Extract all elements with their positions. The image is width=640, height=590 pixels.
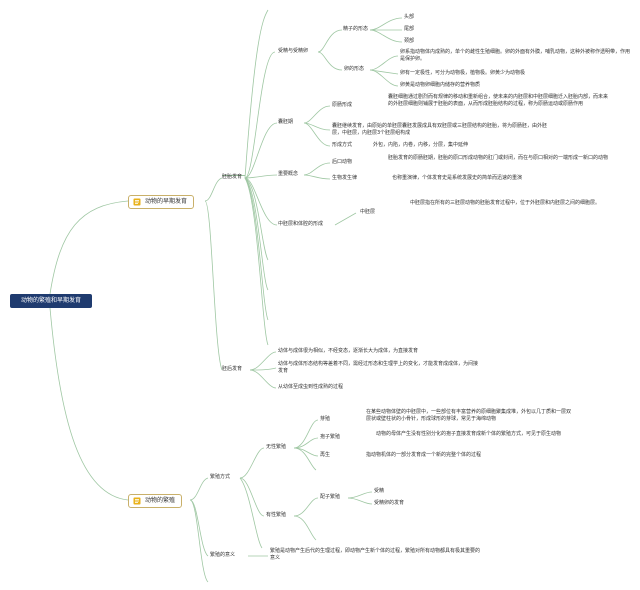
leaf-postembryo-1: 幼体与成体形态结构等差着不同，需经过形态和生理学上的变化，才能发育成成体，为间接… (278, 361, 479, 374)
node-reproduction-methods[interactable]: 繁殖方式 (210, 474, 231, 480)
note-icon (133, 497, 141, 505)
leaf-sperm-2: 颈部 (404, 38, 415, 44)
node-postembryo[interactable]: 胚后发育 (222, 366, 243, 372)
leaf-sperm-1: 尾部 (404, 26, 415, 32)
node-formation-method[interactable]: 形成方式 (332, 142, 353, 148)
leaf-mesoderm: 中胚层指在所有的三胚层动物的胚胎发育过程中，位于外胚层和内胚层之间的细胞层。 (410, 200, 601, 206)
leaf-egg-1: 卵有一定极性，可分为动物极，植物极。卵黄少为动物极 (400, 70, 526, 76)
leaf-formation-method: 外包，内陷，内卷，内移，分层，集中延伸 (373, 142, 469, 148)
leaf-regeneration: 指动物机体的一部分发育成一个新的完整个体的过程 (366, 452, 482, 458)
main-topic-label: 动物的繁殖 (145, 497, 176, 504)
node-mesoderm-coelom[interactable]: 中胚层和体腔的形成 (278, 221, 324, 227)
root-topic[interactable]: 动物的繁殖和早期发育 (10, 294, 92, 308)
node-budding[interactable]: 芽殖 (320, 416, 331, 422)
leaf-blastula-continue: 囊胚继续发育，由原始的单胚层囊胚发展成具有双胚层或三胚层结构的胚胎，将为原肠胚，… (332, 123, 548, 136)
node-spore[interactable]: 孢子繁殖 (320, 434, 341, 440)
leaf-budding: 在某些动物体壁的中胚层中，一些部位有丰富营养的原细胞聚集成堆，外包以几丁质和一层… (366, 409, 572, 422)
node-sexual[interactable]: 有性繁殖 (266, 512, 287, 518)
node-embryo[interactable]: 胚胎发育 (222, 174, 243, 180)
leaf-sperm-0: 头部 (404, 14, 415, 20)
main-topic-label: 动物的早期发育 (145, 198, 188, 205)
leaf-biogenetic-law: 也称重演律，个体发育史是系统发展史的简单而迅速的重演 (392, 175, 523, 181)
node-protostome[interactable]: 后口动物 (332, 159, 353, 165)
leaf-spore: 动物的母体产生没有性别分化的孢子直接发育成新个体的繁殖方式，可见于原生动物 (376, 431, 562, 437)
node-sperm-shape[interactable]: 精子的形态 (343, 26, 369, 32)
node-mesoderm[interactable]: 中胚层 (360, 209, 376, 215)
leaf-egg-0: 卵系指动物体内成熟的，单个的雌性生殖细胞。卵的外面有外膜，哺乳动物，这种外被称作… (400, 49, 631, 62)
node-concepts[interactable]: 重要概念 (278, 171, 299, 177)
node-gamete[interactable]: 配子繁殖 (320, 494, 341, 500)
node-reproduction-meaning[interactable]: 繁殖的意义 (210, 552, 236, 558)
node-biogenetic-law[interactable]: 生物发生律 (332, 175, 358, 181)
leaf-postembryo-2: 从幼体至成虫到性成熟的过程 (278, 384, 344, 390)
leaf-protostome: 胚胎发育的原肠胚期，胚胎的原口形成动物的肛门或封闭，而在与原口相对的一端形成一新… (388, 155, 609, 161)
node-egg-shape[interactable]: 卵的形态 (344, 66, 365, 72)
node-regeneration[interactable]: 再生 (320, 452, 331, 458)
main-topic-reproduction[interactable]: 动物的繁殖 (128, 494, 183, 508)
node-blastula[interactable]: 囊胚期 (278, 119, 294, 125)
node-asexual[interactable]: 无性繁殖 (266, 444, 287, 450)
leaf-gamete-1: 受精卵的发育 (374, 500, 405, 506)
note-icon (133, 198, 141, 206)
leaf-gastrulation: 囊胚细胞通过剧烈而有规律的移动和重新组合，使未来的内胚层和中胚层细胞迁入胚胎内部… (388, 94, 609, 107)
node-fertilization[interactable]: 受精与受精卵 (278, 48, 309, 54)
leaf-reproduction-meaning: 繁殖是动物产生后代的生理过程，即动物产生新个体的过程，繁殖对所有动物都具有极其重… (270, 548, 481, 561)
leaf-gamete-0: 受精 (374, 488, 385, 494)
leaf-egg-2: 卵黄是动物卵细胞内储存的营养物质 (400, 82, 481, 88)
node-gastrulation[interactable]: 原肠形成 (332, 102, 353, 108)
main-topic-early-development[interactable]: 动物的早期发育 (128, 195, 195, 209)
leaf-postembryo-0: 幼体与成体很为相似，不经变态，逐渐长大为成体，为直接发育 (278, 348, 419, 354)
